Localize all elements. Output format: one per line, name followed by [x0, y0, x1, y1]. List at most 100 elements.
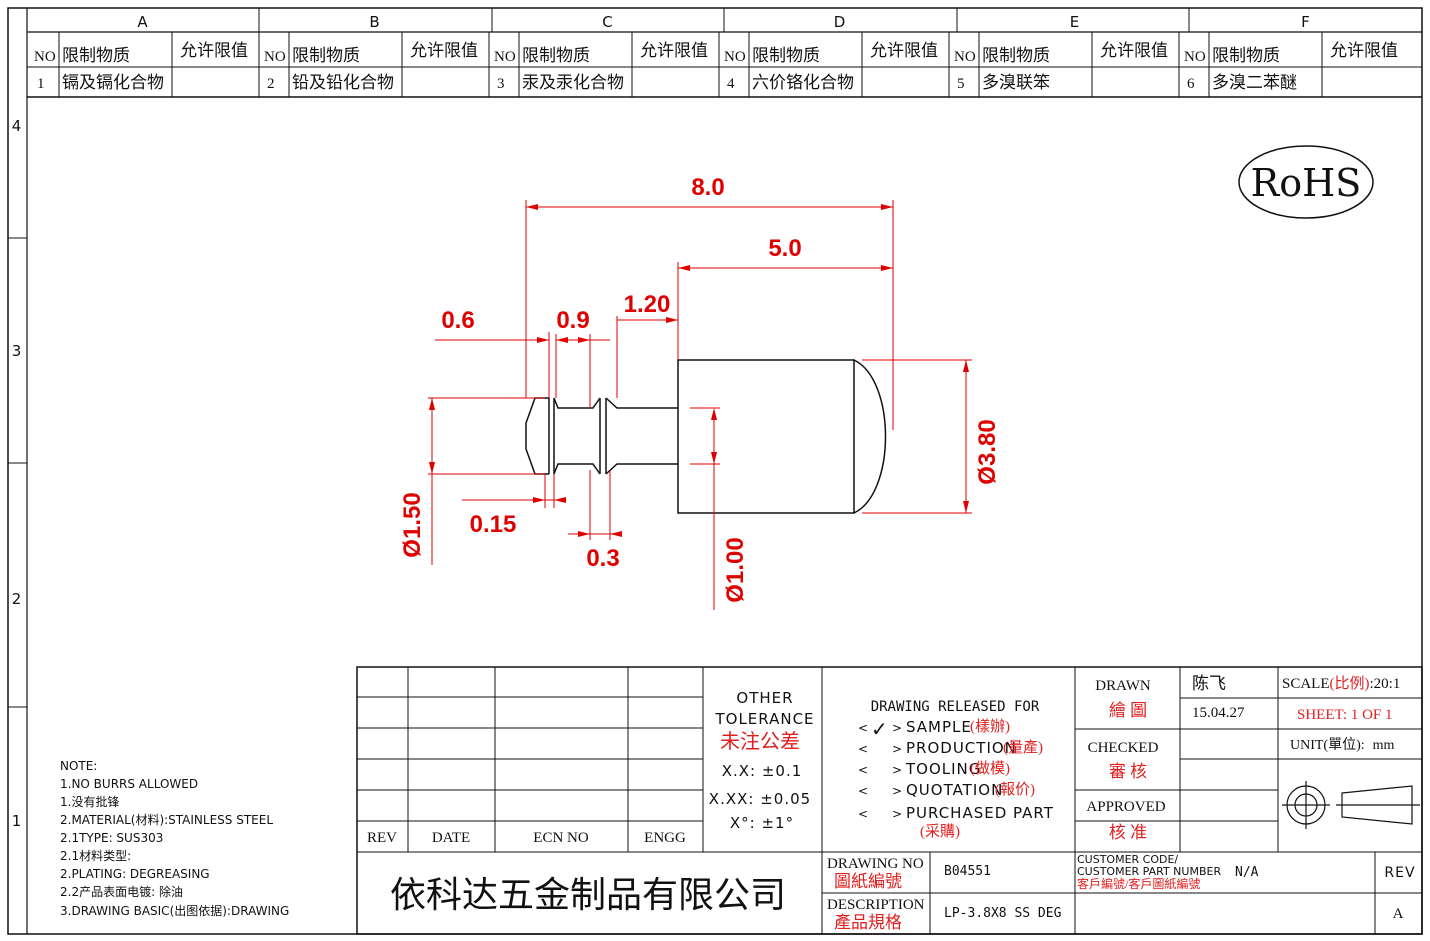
zone-row-3: 3 [12, 342, 23, 360]
substance-no: 3 [497, 76, 505, 92]
zone-col-b: B [369, 13, 380, 31]
svg-text:>: > [892, 784, 902, 798]
release-tooling-cn: (做模) [970, 760, 1010, 777]
drawn-label-cn: 繪 圖 [1109, 701, 1147, 720]
dim-body-length: 5.0 [768, 235, 801, 262]
header-limit: 允许限值 [180, 41, 248, 60]
header-no: NO [34, 49, 56, 65]
part-outline [525, 359, 887, 514]
drawing-no-label-cn: 圖紙編號 [834, 872, 902, 891]
description-label-cn: 產品規格 [834, 913, 902, 932]
engg-header: ENGG [644, 830, 686, 846]
release-tooling: TOOLING [905, 760, 981, 778]
header-limit: 允许限值 [640, 41, 708, 60]
header-no: NO [494, 49, 516, 65]
zone-row-4: 4 [12, 117, 23, 135]
svg-text:<: < [858, 763, 868, 777]
substance-no: 1 [37, 76, 45, 92]
release-title: DRAWING RELEASED FOR [871, 699, 1040, 715]
check-mark-icon: ✓ [871, 717, 888, 741]
rev-block-value: A [1393, 906, 1404, 922]
dimension-lines [428, 200, 972, 610]
description-value: LP-3.8X8 SS DEG [944, 906, 1062, 921]
svg-text:>: > [892, 807, 902, 821]
dim-head-length: 0.6 [441, 307, 474, 334]
zone-col-d: D [834, 13, 847, 31]
dim-overall-length: 8.0 [691, 174, 724, 201]
header-substance: 限制物质 [1212, 46, 1280, 65]
note-line: 1.没有批锋 [60, 794, 119, 809]
scale-label: SCALE(比例):20:1 [1282, 675, 1400, 692]
drawn-label: DRAWN [1095, 678, 1151, 694]
note-line: 2.2产品表面电镀: 除油 [60, 884, 183, 899]
customer-label: CUSTOMER CODE/ [1077, 853, 1178, 866]
substance-no: 4 [727, 76, 735, 92]
customer-value: N/A [1235, 865, 1259, 880]
dimension-arrows [429, 204, 969, 537]
note-line: 2.PLATING: DEGREASING [60, 867, 210, 881]
tolerance-title: OTHER [736, 689, 793, 707]
date-header: DATE [432, 830, 470, 846]
tolerance-xx: X.X: ±0.1 [722, 762, 803, 780]
substance-no: 5 [957, 76, 965, 92]
zone-row-1: 1 [12, 812, 23, 830]
note-line: 2.1TYPE: SUS303 [60, 831, 163, 845]
svg-text:>: > [892, 721, 902, 735]
substance-no: 2 [267, 76, 275, 92]
header-substance: 限制物质 [752, 46, 820, 65]
substance-name: 多溴联笨 [982, 73, 1050, 92]
sheet-info: SHEET: 1 OF 1 [1297, 707, 1393, 723]
header-limit: 允许限值 [870, 41, 938, 60]
svg-text:<: < [858, 807, 868, 821]
header-limit: 允许限值 [410, 41, 478, 60]
tolerance-angle: X°: ±1° [730, 814, 794, 832]
zone-col-f: F [1301, 13, 1311, 31]
rohs-mark: RoHS [1238, 145, 1374, 219]
ecn-header: ECN NO [533, 830, 589, 846]
drawing-no-value: B04551 [944, 864, 991, 879]
header-substance: 限制物质 [522, 46, 590, 65]
dim-groove-length: 0.9 [556, 307, 589, 334]
zone-rows: 4 3 2 1 [8, 117, 27, 830]
checked-label-cn: 審 核 [1109, 762, 1147, 781]
substance-name: 六价铬化合物 [752, 73, 854, 92]
tolerance-xxx: X.XX: ±0.05 [709, 790, 811, 808]
release-quotation: QUOTATION [906, 781, 1003, 799]
svg-text:<: < [858, 742, 868, 756]
dim-shaft-diameter: Ø1.00 [722, 537, 749, 602]
zone-row-2: 2 [12, 590, 23, 608]
tolerance-title-cn: 未注公差 [720, 730, 800, 753]
approved-label-cn: 核 准 [1109, 823, 1147, 842]
header-substance: 限制物质 [292, 46, 360, 65]
release-purchased: PURCHASED PART [906, 804, 1054, 822]
drawn-date: 15.04.27 [1192, 705, 1245, 721]
substance-no: 6 [1187, 76, 1195, 92]
release-production: PRODUCTION [906, 739, 1017, 757]
header-no: NO [264, 49, 286, 65]
substance-name: 镉及镉化合物 [62, 73, 164, 92]
dim-neck-length: 1.20 [624, 291, 671, 318]
dim-groove-flat: 0.15 [470, 511, 517, 538]
rev-header: REV [367, 830, 397, 846]
projection-symbol-icon [1282, 781, 1420, 829]
customer-label-cn: 客戶編號/客戶圖紙編號 [1077, 876, 1200, 891]
notes-block: NOTE: 1.NO BURRS ALLOWED 1.没有批锋 2.MATERI… [60, 759, 289, 918]
unit-label: UNIT(單位):mm [1290, 737, 1395, 753]
release-purchased-cn: (采購) [920, 823, 960, 840]
rohs-label: RoHS [1251, 161, 1362, 205]
description-label: DESCRIPTION [827, 897, 925, 913]
notes-title: NOTE: [60, 759, 97, 773]
header-substance: 限制物质 [982, 46, 1050, 65]
substance-name: 汞及汞化合物 [522, 73, 624, 92]
note-line: 1.NO BURRS ALLOWED [60, 777, 198, 791]
dim-groove-width: 0.3 [586, 545, 619, 572]
header-limit: 允许限值 [1330, 41, 1398, 60]
release-production-cn: (量產) [1003, 739, 1043, 756]
substance-name: 铅及铅化合物 [292, 73, 394, 92]
release-sample: SAMPLE [906, 718, 972, 736]
header-no: NO [1184, 49, 1206, 65]
approved-label: APPROVED [1086, 799, 1165, 815]
zone-col-a: A [137, 13, 148, 31]
svg-text:<: < [858, 784, 868, 798]
